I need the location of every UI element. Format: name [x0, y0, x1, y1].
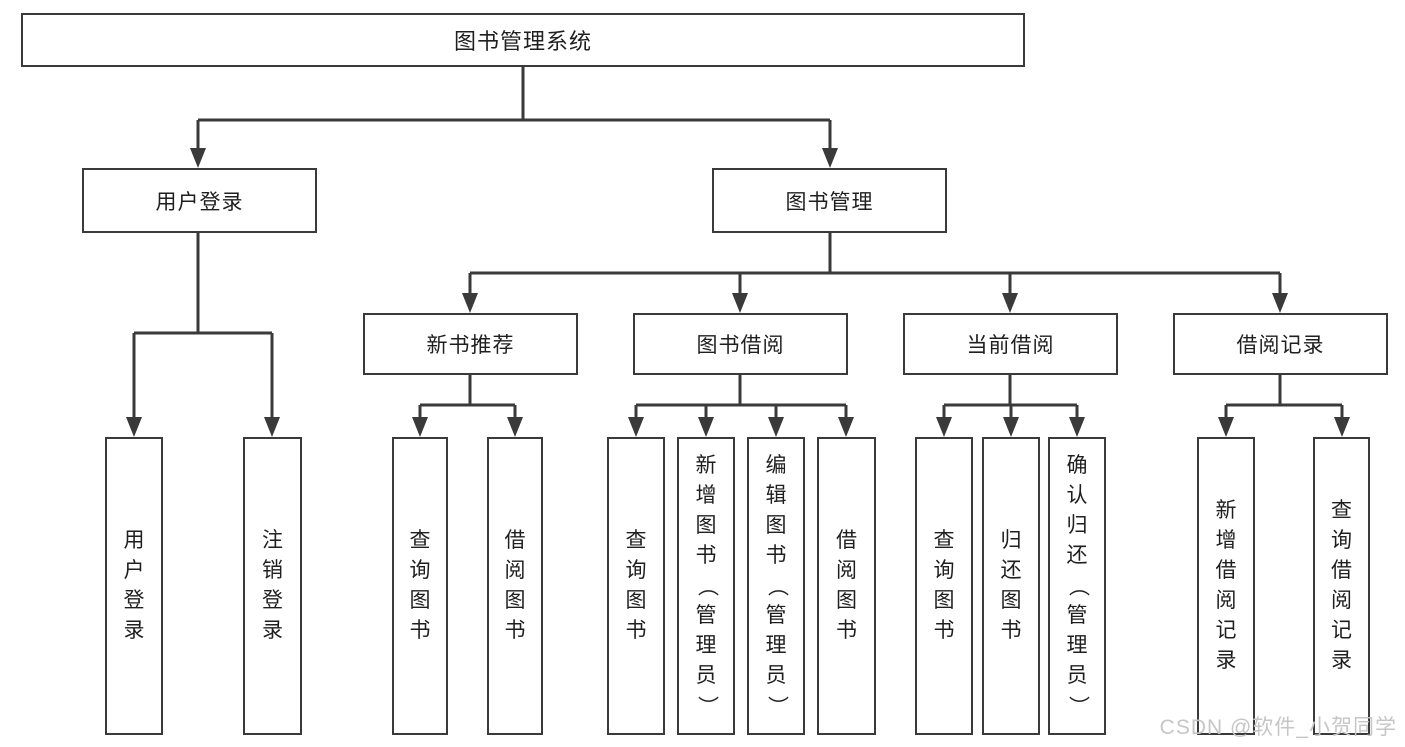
leaf-borrow-borrow-books: 借阅图书 [817, 437, 876, 735]
node-root: 图书管理系统 [21, 13, 1025, 67]
node-borrow-records: 借阅记录 [1173, 313, 1388, 375]
leaf-recommend-query-books: 查询图书 [392, 437, 448, 735]
connector-current-borrow-to-leaves [936, 375, 1085, 437]
leaf-logout: 注销登录 [243, 437, 302, 735]
node-current-borrow: 当前借阅 [903, 313, 1118, 375]
leaf-borrow-add-books-admin: 新增图书（管理员） [677, 437, 735, 735]
leaf-records-query-record: 查询借阅记录 [1313, 437, 1370, 735]
connector-root-to-level2 [190, 66, 838, 168]
leaf-borrow-edit-books-admin: 编辑图书（管理员） [747, 437, 805, 735]
node-book-borrow: 图书借阅 [633, 313, 848, 375]
node-book-management: 图书管理 [712, 168, 947, 233]
leaf-recommend-borrow-books: 借阅图书 [487, 437, 543, 735]
connector-new-book-recommend-to-leaves [412, 375, 523, 437]
connector-book-borrow-to-leaves [628, 375, 854, 437]
node-user-login: 用户登录 [82, 168, 317, 233]
connector-book-management-to-level3 [462, 233, 1288, 313]
leaf-current-return-books: 归还图书 [982, 437, 1040, 735]
leaf-current-query-books: 查询图书 [915, 437, 973, 735]
connector-user-login-to-leaves [126, 233, 280, 437]
connector-borrow-records-to-leaves [1218, 375, 1350, 437]
leaf-borrow-query-books: 查询图书 [607, 437, 665, 735]
node-new-book-recommend: 新书推荐 [363, 313, 578, 375]
leaf-current-confirm-return-admin: 确认归还（管理员） [1048, 437, 1106, 735]
leaf-user-login: 用户登录 [105, 437, 163, 735]
leaf-records-add-record: 新增借阅记录 [1197, 437, 1255, 735]
